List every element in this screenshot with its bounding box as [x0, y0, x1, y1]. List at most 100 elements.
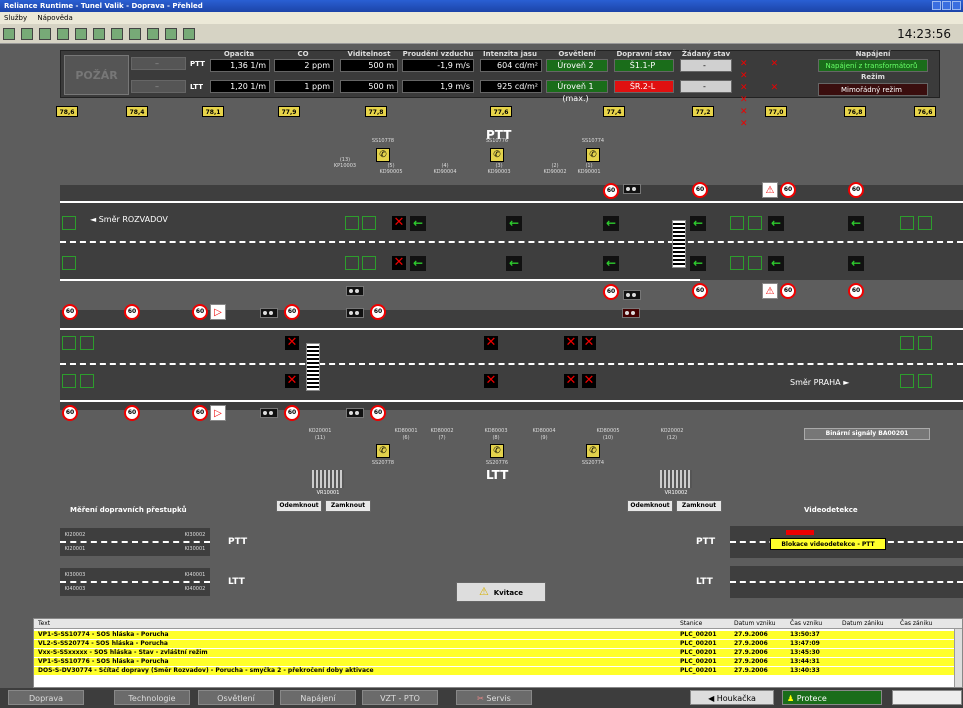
- traffic-light[interactable]: [346, 408, 364, 418]
- lane-arrow-icon[interactable]: ←: [848, 256, 864, 271]
- lane-arrow-icon[interactable]: ←: [410, 256, 426, 271]
- user-login-icon[interactable]: [3, 28, 15, 40]
- barrier-gate[interactable]: [306, 343, 320, 391]
- speed-limit-sign[interactable]: 60: [284, 405, 300, 421]
- protection-button[interactable]: ♟ Protece: [782, 690, 882, 705]
- lane-signal[interactable]: [80, 336, 94, 350]
- speed-limit-sign[interactable]: 60: [62, 405, 78, 421]
- lane-signal[interactable]: [730, 216, 744, 230]
- vr2-lock-button[interactable]: Zamknout: [676, 500, 722, 512]
- col-station[interactable]: Stanice: [680, 620, 703, 627]
- lane-signal[interactable]: [900, 374, 914, 388]
- sos-phone-icon[interactable]: ✆: [586, 148, 600, 162]
- user-logout-icon[interactable]: [21, 28, 33, 40]
- lane-closed-icon[interactable]: ✕: [582, 373, 596, 388]
- warning-sign[interactable]: ▷: [210, 304, 226, 320]
- traffic-light[interactable]: [623, 290, 641, 300]
- lane-signal[interactable]: [62, 374, 76, 388]
- lane-arrow-icon[interactable]: ←: [690, 256, 706, 271]
- alarm-row[interactable]: DOS-S-DV30774 - Sčítač dopravy (Směr Roz…: [34, 667, 954, 675]
- speed-limit-sign[interactable]: 60: [780, 182, 796, 198]
- back-arrow-icon[interactable]: [75, 28, 87, 40]
- speed-limit-sign[interactable]: 60: [848, 182, 864, 198]
- lane-signal[interactable]: [62, 336, 76, 350]
- minimize-button[interactable]: [932, 1, 941, 10]
- tab-servis[interactable]: ✂ Servis: [456, 690, 532, 705]
- siren-button[interactable]: ◀ Houkačka: [690, 690, 774, 705]
- speed-limit-sign[interactable]: 60: [62, 304, 78, 320]
- col-date-start[interactable]: Datum vzniku: [734, 620, 776, 627]
- tab-napajeni[interactable]: Napájení: [280, 690, 356, 705]
- lane-signal[interactable]: [748, 256, 762, 270]
- sos-phone-icon[interactable]: ✆: [490, 148, 504, 162]
- traffic-light[interactable]: [346, 308, 364, 318]
- lane-signal[interactable]: [362, 256, 376, 270]
- speed-limit-sign[interactable]: 60: [848, 283, 864, 299]
- speed-limit-sign[interactable]: 60: [124, 405, 140, 421]
- sos-phone-icon[interactable]: ✆: [376, 148, 390, 162]
- lane-closed-icon[interactable]: ✕: [564, 335, 578, 350]
- lane-signal[interactable]: [918, 374, 932, 388]
- traffic-light[interactable]: [260, 308, 278, 318]
- col-text[interactable]: Text: [38, 620, 51, 627]
- alarm-scrollbar[interactable]: [954, 629, 962, 687]
- acknowledge-button[interactable]: ⚠ Kvitace: [456, 582, 546, 602]
- binary-signals-button[interactable]: Binární signály BA00201: [804, 428, 930, 440]
- speed-limit-sign[interactable]: 60: [603, 284, 619, 300]
- speed-limit-sign[interactable]: 60: [692, 182, 708, 198]
- sos-phone-icon[interactable]: ✆: [376, 444, 390, 458]
- alarm-row[interactable]: Vxx-S-SSxxxxx - SOS hláska - Stav - zvlá…: [34, 649, 954, 657]
- lane-arrow-icon[interactable]: ←: [768, 216, 784, 231]
- lane-arrow-icon[interactable]: ←: [410, 216, 426, 231]
- ptt-requested-state[interactable]: -: [680, 59, 732, 72]
- lane-signal[interactable]: [918, 336, 932, 350]
- close-button[interactable]: [952, 1, 961, 10]
- lane-closed-icon[interactable]: ✕: [392, 215, 406, 230]
- warning-sign[interactable]: ⚠: [762, 182, 778, 198]
- lane-signal[interactable]: [62, 256, 76, 270]
- warning-sign[interactable]: ⚠: [762, 283, 778, 299]
- lane-signal[interactable]: [62, 216, 76, 230]
- menu-sluzby[interactable]: Služby: [4, 14, 28, 22]
- lane-closed-icon[interactable]: ✕: [484, 335, 498, 350]
- lane-closed-icon[interactable]: ✕: [564, 373, 578, 388]
- tab-doprava[interactable]: Doprava: [8, 690, 84, 705]
- speed-limit-sign[interactable]: 60: [124, 304, 140, 320]
- lane-closed-icon[interactable]: ✕: [285, 373, 299, 388]
- lane-arrow-icon[interactable]: ←: [848, 216, 864, 231]
- vr1-unlock-button[interactable]: Odemknout: [276, 500, 322, 512]
- lane-closed-icon[interactable]: ✕: [484, 373, 498, 388]
- traffic-light-red[interactable]: [622, 308, 640, 318]
- maximize-button[interactable]: [942, 1, 951, 10]
- vr2-unlock-button[interactable]: Odemknout: [627, 500, 673, 512]
- ltt-requested-state[interactable]: -: [680, 80, 732, 93]
- menu-napoveda[interactable]: Nápověda: [37, 14, 73, 22]
- speed-limit-sign[interactable]: 60: [192, 304, 208, 320]
- tab-technologie[interactable]: Technologie: [114, 690, 190, 705]
- speed-limit-sign[interactable]: 60: [780, 283, 796, 299]
- lane-signal[interactable]: [362, 216, 376, 230]
- speed-limit-sign[interactable]: 60: [370, 405, 386, 421]
- lane-signal[interactable]: [900, 336, 914, 350]
- print-icon[interactable]: [147, 28, 159, 40]
- users-alt-icon[interactable]: [57, 28, 69, 40]
- tab-vzt-pto[interactable]: VZT - PTO: [362, 690, 438, 705]
- traffic-light[interactable]: [623, 184, 641, 194]
- users-icon[interactable]: [39, 28, 51, 40]
- speed-limit-sign[interactable]: 60: [603, 183, 619, 199]
- warning-sign[interactable]: ▷: [210, 405, 226, 421]
- lane-signal[interactable]: [918, 216, 932, 230]
- lane-closed-icon[interactable]: ✕: [582, 335, 596, 350]
- lane-signal[interactable]: [730, 256, 744, 270]
- col-date-end[interactable]: Datum zániku: [842, 620, 884, 627]
- window-list-icon[interactable]: [129, 28, 141, 40]
- forward-arrow-icon[interactable]: [93, 28, 105, 40]
- window-icon[interactable]: [111, 28, 123, 40]
- col-time-end[interactable]: Čas zániku: [900, 620, 933, 627]
- barrier-gate[interactable]: [672, 220, 686, 268]
- lane-arrow-icon[interactable]: ←: [506, 256, 522, 271]
- speed-limit-sign[interactable]: 60: [284, 304, 300, 320]
- sos-phone-icon[interactable]: ✆: [490, 444, 504, 458]
